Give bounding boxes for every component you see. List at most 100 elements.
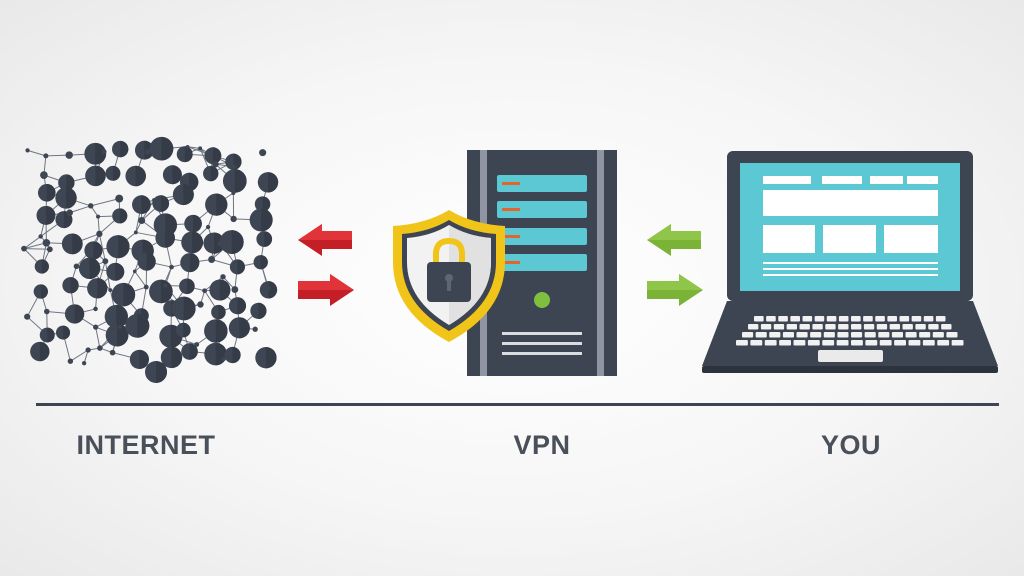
network-node — [44, 308, 50, 315]
red-arrow-left-icon — [298, 224, 352, 256]
network-node — [250, 302, 267, 319]
network-edge — [69, 205, 91, 214]
network-node — [84, 241, 103, 260]
network-node — [138, 216, 146, 224]
network-node — [163, 283, 168, 288]
network-node — [133, 230, 138, 235]
keyboard-key — [851, 332, 863, 338]
network-node — [204, 342, 227, 366]
keyboard-key — [851, 340, 863, 346]
network-node — [109, 349, 116, 356]
keyboard-key — [807, 340, 820, 346]
network-node — [46, 246, 53, 253]
keyboard-key — [919, 332, 931, 338]
network-node — [204, 147, 222, 165]
keyboard-key — [810, 332, 822, 338]
network-node — [205, 193, 228, 216]
keyboard-key — [793, 340, 806, 346]
keyboard-key — [836, 340, 849, 346]
network-edge — [98, 233, 106, 262]
keyboard-key — [750, 340, 763, 346]
keyboard-key — [899, 316, 910, 322]
network-node — [85, 252, 90, 256]
green-arrow-right-icon — [647, 274, 703, 306]
network-node — [105, 165, 121, 181]
internet-network-icon — [21, 136, 279, 383]
keyboard-key — [946, 332, 958, 338]
keyboard-key — [786, 324, 797, 330]
network-node — [249, 208, 273, 232]
network-node — [132, 269, 137, 274]
network-node — [221, 356, 226, 362]
network-node — [106, 235, 130, 259]
network-node — [55, 325, 71, 340]
network-node — [181, 343, 198, 360]
keyboard-key — [902, 324, 913, 330]
network-node — [108, 288, 113, 292]
network-node — [224, 346, 241, 364]
network-node — [93, 306, 98, 312]
keyboard-key — [864, 332, 876, 338]
keyboard-key — [894, 340, 906, 346]
network-node — [232, 164, 237, 169]
network-node — [204, 319, 228, 343]
keyboard-key — [911, 316, 922, 322]
network-node — [212, 160, 219, 168]
network-node — [39, 327, 55, 343]
keyboard-key — [799, 324, 810, 330]
network-node — [137, 252, 156, 271]
network-node — [211, 304, 226, 320]
keyboard-key — [863, 316, 873, 322]
keyboard-key — [764, 340, 777, 346]
network-node — [62, 277, 79, 294]
network-node — [105, 323, 129, 347]
green-arrow-left-icon — [647, 224, 701, 256]
network-node — [160, 346, 183, 369]
keyboard-key — [876, 324, 888, 330]
internet-label: INTERNET — [76, 430, 216, 460]
keyboard-key — [915, 324, 926, 330]
baseline-divider — [36, 403, 999, 406]
laptop-screen-content — [763, 176, 938, 276]
red-arrows-icon — [298, 224, 354, 306]
network-node — [152, 195, 170, 212]
network-node — [112, 140, 129, 158]
network-node — [30, 341, 50, 362]
network-node — [143, 284, 149, 290]
network-node — [149, 136, 174, 161]
keyboard-key — [932, 332, 944, 338]
network-node — [88, 203, 94, 209]
network-node — [43, 153, 49, 159]
network-edge — [27, 149, 47, 157]
network-node — [205, 224, 211, 230]
keyboard-key — [887, 316, 897, 322]
network-node — [84, 142, 107, 165]
keyboard-key — [937, 340, 950, 346]
network-node — [24, 313, 31, 320]
network-node — [208, 256, 216, 263]
network-node — [37, 183, 56, 202]
network-node — [25, 148, 30, 153]
keyboard-key — [865, 340, 878, 346]
network-node — [209, 279, 231, 301]
keyboard-key — [838, 324, 849, 330]
network-node — [169, 264, 174, 270]
network-node — [87, 278, 108, 299]
keyboard-key — [951, 340, 964, 346]
keyboard-key — [802, 316, 813, 322]
keyboard-key — [878, 332, 890, 338]
vpn-label: VPN — [513, 430, 571, 460]
network-node — [129, 349, 149, 370]
keyboard-key — [823, 332, 835, 338]
network-node — [85, 165, 106, 187]
network-node — [96, 214, 101, 219]
network-node — [81, 361, 87, 366]
network-node — [101, 149, 107, 155]
network-node — [172, 184, 194, 206]
network-node — [33, 284, 48, 299]
power-led-icon — [534, 292, 550, 308]
keyboard-key — [923, 316, 934, 322]
keyboard-key — [796, 332, 808, 338]
network-node — [125, 313, 150, 338]
